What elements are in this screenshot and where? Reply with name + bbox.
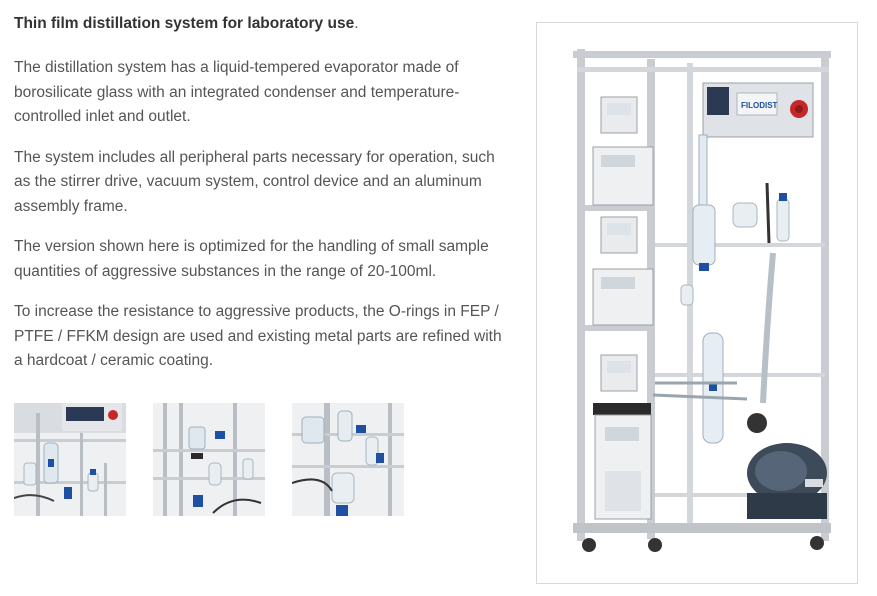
thumbnail-2-image <box>153 403 265 516</box>
control-unit-label: FILODIST <box>741 101 778 110</box>
headline-bold: Thin film distillation system for labora… <box>14 15 355 32</box>
paragraph-sample-quantities: The version shown here is optimized for … <box>14 238 489 280</box>
headline: Thin film distillation system for labora… <box>14 12 514 36</box>
paragraph-peripherals: The system includes all peripheral parts… <box>14 148 495 215</box>
thumbnail-1[interactable] <box>14 403 126 516</box>
headline-tail: . <box>354 15 359 32</box>
thumbnail-1-image <box>14 403 126 516</box>
thumbnail-3[interactable] <box>292 403 404 516</box>
thumbnail-3-image <box>292 403 404 516</box>
paragraph-resistance: To increase the resistance to aggressive… <box>14 303 502 369</box>
paragraph-evaporator: The distillation system has a liquid-tem… <box>14 59 460 125</box>
main-product-image: FILODIST <box>537 23 857 583</box>
thumbnail-2[interactable] <box>153 403 265 516</box>
description-column: Thin film distillation system for labora… <box>14 12 514 390</box>
main-product-image-frame[interactable]: FILODIST <box>536 22 858 584</box>
